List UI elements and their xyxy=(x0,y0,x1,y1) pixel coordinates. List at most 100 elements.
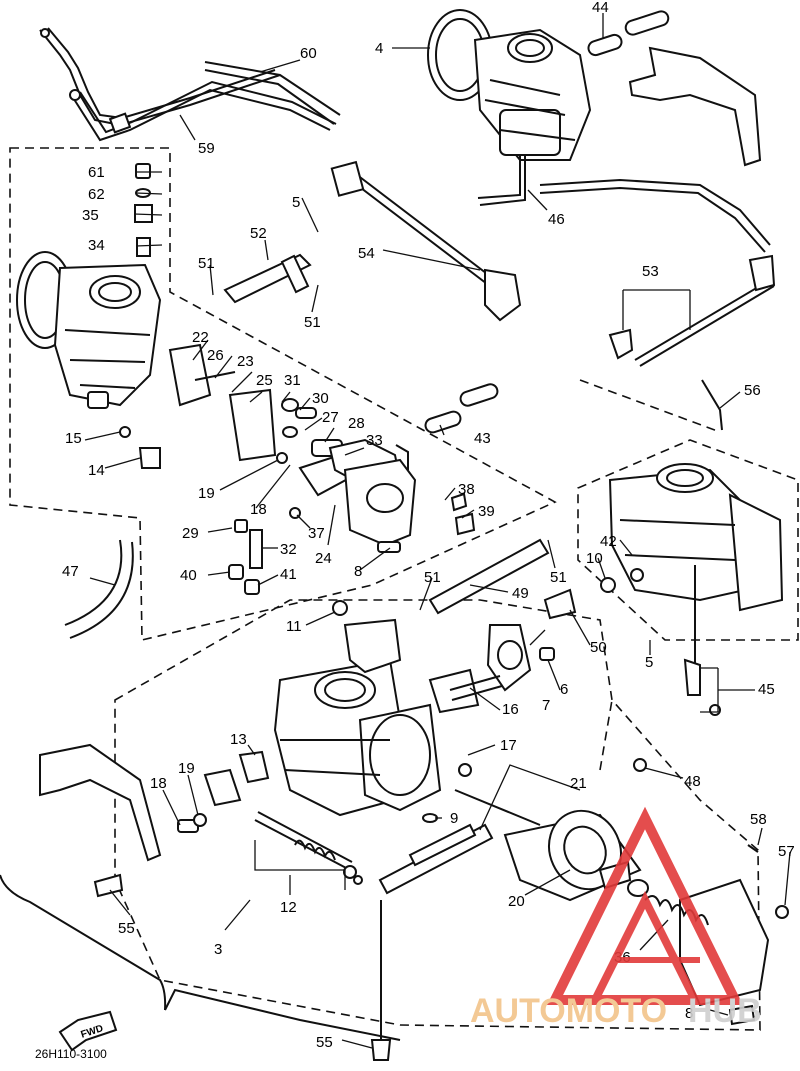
callout: 12 xyxy=(280,899,297,916)
callout: 61 xyxy=(88,164,105,181)
callout: 19 xyxy=(178,760,195,777)
callout: 26 xyxy=(207,347,224,364)
callout: 23 xyxy=(237,353,254,370)
middle-parts xyxy=(119,343,476,595)
callout: 13 xyxy=(230,731,247,748)
hose-47 xyxy=(64,539,134,639)
callout: 43 xyxy=(474,430,491,447)
callout: 19 xyxy=(198,485,215,502)
callout: 6 xyxy=(560,681,568,698)
spring-cover-36 xyxy=(598,844,789,1007)
callout: 29 xyxy=(182,525,199,542)
callout: 5 xyxy=(292,194,300,211)
pipes-44 xyxy=(587,10,670,57)
callout: 41 xyxy=(280,566,297,583)
callout: 35 xyxy=(82,207,99,224)
watermark-text-right: HUB xyxy=(688,992,762,1030)
callout: 49 xyxy=(512,585,529,602)
callout: 22 xyxy=(192,329,209,346)
callout: 34 xyxy=(88,237,105,254)
needle-21 xyxy=(378,789,541,895)
callout: 47 xyxy=(62,563,79,580)
callout: 24 xyxy=(315,550,332,567)
bracket-bottom-left xyxy=(39,743,162,862)
callout: 20 xyxy=(508,893,525,910)
callout: 32 xyxy=(280,541,297,558)
callout: 48 xyxy=(684,773,701,790)
pipes-43 xyxy=(424,383,499,434)
leader-lines xyxy=(84,13,791,1049)
callout: 44 xyxy=(592,0,609,16)
pipe-49 xyxy=(428,538,550,615)
callout: 18 xyxy=(250,501,267,518)
callout: 3 xyxy=(214,941,222,958)
callout: 30 xyxy=(312,390,329,407)
callout: 27 xyxy=(322,409,339,426)
choke-plunger-parts xyxy=(428,588,577,714)
callout: 51 xyxy=(424,569,441,586)
callout: 52 xyxy=(250,225,267,242)
carburetor-top xyxy=(427,9,592,206)
callout: 21 xyxy=(570,775,587,792)
carburetor-left xyxy=(16,251,162,409)
callout: 28 xyxy=(348,415,365,432)
lower-small-parts xyxy=(177,750,363,885)
callout: 51 xyxy=(304,314,321,331)
callout: 60 xyxy=(300,45,317,62)
callout: 10 xyxy=(586,550,603,567)
watermark-text-left: AUTOMOTO xyxy=(470,992,667,1030)
callout: 55 xyxy=(118,920,135,937)
callout: 38 xyxy=(458,481,475,498)
fuel-hoses xyxy=(39,27,341,142)
callout: 18 xyxy=(150,775,167,792)
callout: 8 xyxy=(354,563,362,580)
callout: 45 xyxy=(758,681,775,698)
piston-20 xyxy=(503,809,642,902)
callout: 58 xyxy=(750,811,767,828)
callout: 15 xyxy=(65,430,82,447)
callout: 55 xyxy=(316,1034,333,1051)
bolts-55 xyxy=(93,758,756,1061)
callout: 39 xyxy=(478,503,495,520)
watermark-logo: AUTOMOTO HUB xyxy=(470,806,762,1030)
callout: 51 xyxy=(198,255,215,272)
callout: 5 xyxy=(645,654,653,671)
callout: 33 xyxy=(366,432,383,449)
fwd-arrow: FWD xyxy=(58,1010,118,1052)
callout: 46 xyxy=(548,211,565,228)
callout-labels: 60 4 44 59 61 62 35 34 5 52 54 46 51 51 … xyxy=(35,0,795,1061)
callout: 14 xyxy=(88,462,105,479)
bottom-rail xyxy=(0,874,401,1041)
callout: 57 xyxy=(778,843,795,860)
callout: 42 xyxy=(600,533,617,550)
callout: 4 xyxy=(375,40,383,57)
callout: 16 xyxy=(502,701,519,718)
callout: 9 xyxy=(450,810,458,827)
callout: 59 xyxy=(198,140,215,157)
callout: 11 xyxy=(286,618,302,635)
linkage-54 xyxy=(330,160,522,322)
callout: 51 xyxy=(550,569,567,586)
callout: 50 xyxy=(590,639,607,656)
callout: 53 xyxy=(642,263,659,280)
bracket-top-right xyxy=(628,46,762,167)
callout: 54 xyxy=(358,245,375,262)
callout: 37 xyxy=(308,525,325,542)
carburetor-right xyxy=(600,379,784,716)
callout: 25 xyxy=(256,372,273,389)
jets-stack xyxy=(134,163,153,257)
carburetor-bottom xyxy=(273,600,442,817)
callout: 56 xyxy=(744,382,761,399)
callout: 31 xyxy=(284,372,301,389)
rod-53 xyxy=(608,254,776,367)
callout: 8 xyxy=(685,1005,693,1022)
rod-46-hose xyxy=(539,178,771,253)
callout: 40 xyxy=(180,567,197,584)
callout: 7 xyxy=(542,697,550,714)
callout: 62 xyxy=(88,186,105,203)
callout: 17 xyxy=(500,737,517,754)
t-pipe-52 xyxy=(223,253,312,304)
assembly-boundaries xyxy=(9,147,799,1031)
drawing-code: 26H110-3100 xyxy=(35,1047,107,1061)
